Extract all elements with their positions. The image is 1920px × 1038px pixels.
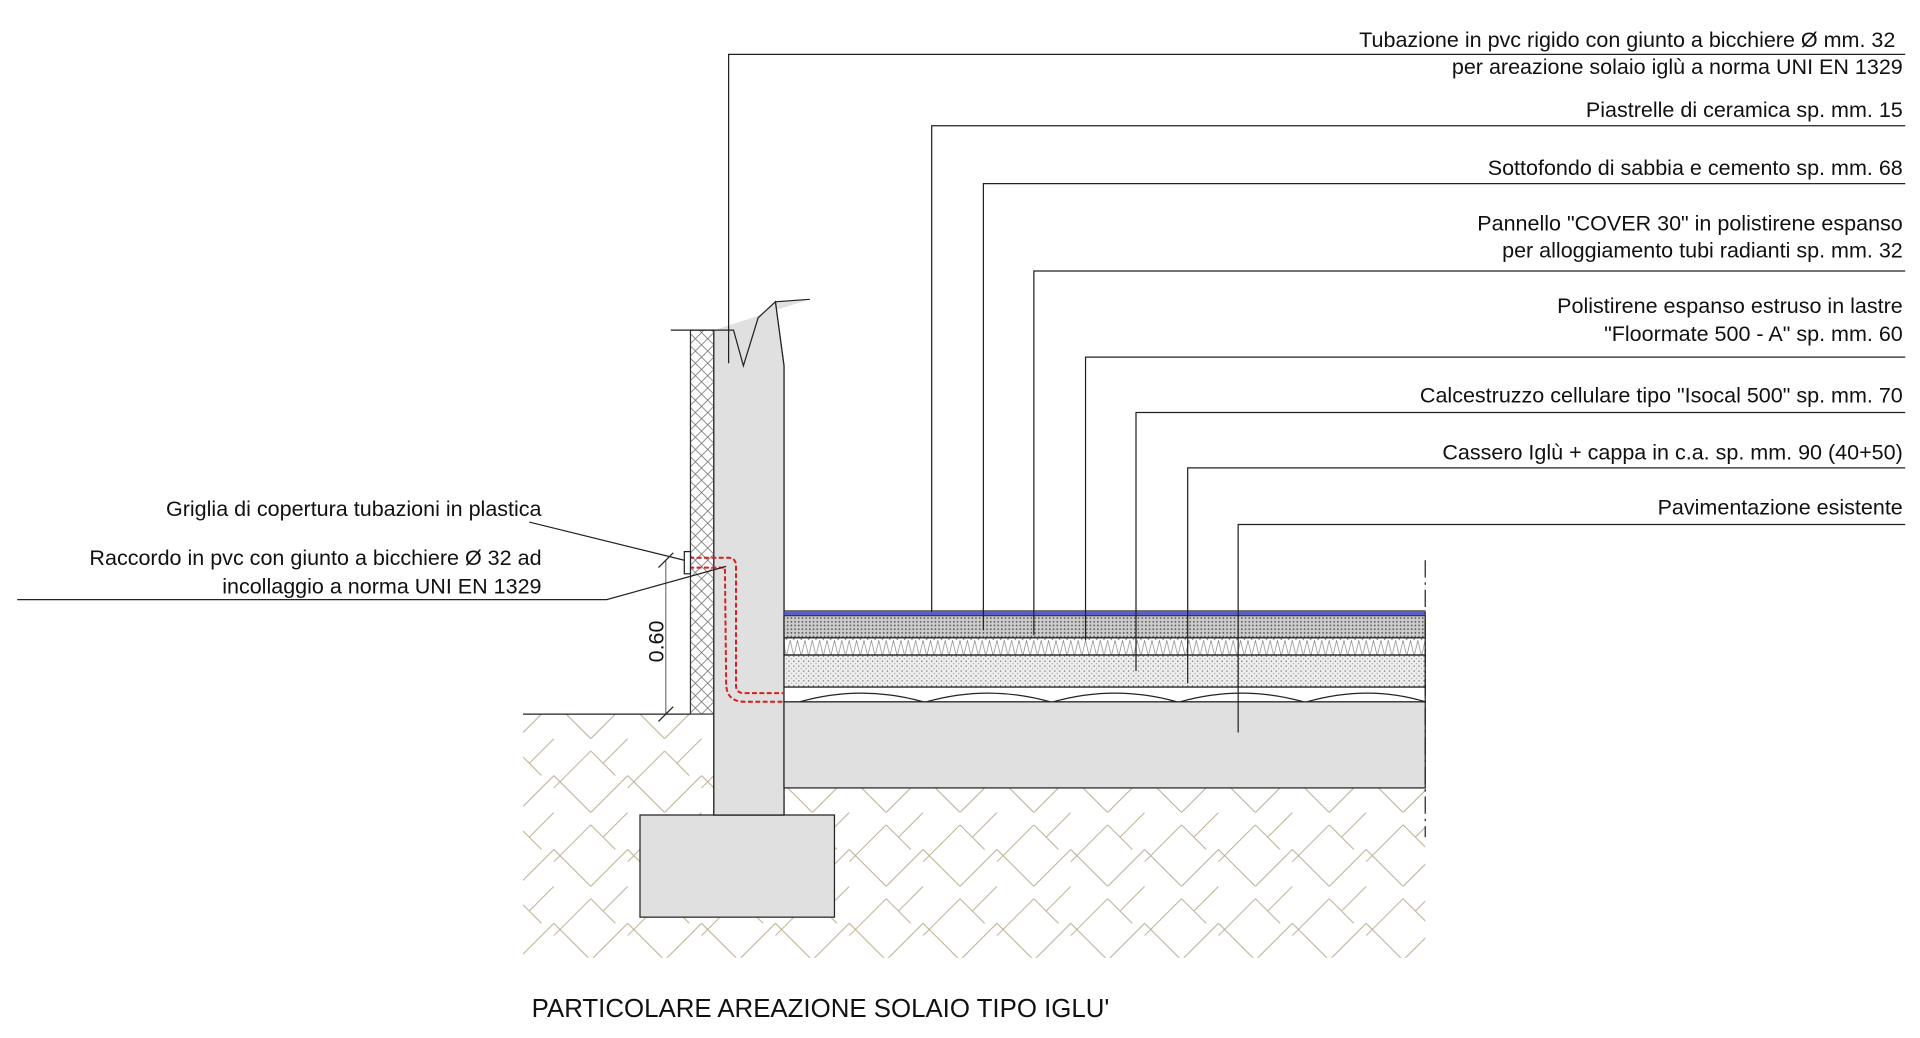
drawing-title: PARTICOLARE AREAZIONE SOLAIO TIPO IGLU' [532,995,1110,1023]
dimension-label: 0.60 [644,620,668,662]
label-pvc-pipe-line2: per areazione solaio iglù a norma UNI EN… [1452,55,1903,79]
label-pvc-pipe-line1: Tubazione in pvc rigido con giunto a bic… [1359,28,1895,52]
label-fitting-line1: Raccordo in pvc con giunto a bicchiere Ø… [89,546,541,570]
label-cellular-concrete: Calcestruzzo cellulare tipo "Isocal 500"… [1420,384,1903,408]
label-existing-floor: Pavimentazione esistente [1658,496,1903,520]
label-igloo: Cassero Iglù + cappa in c.a. sp. mm. 90 … [1442,440,1902,464]
existing-slab [783,701,1426,789]
label-fitting-line2: incollaggio a norma UNI EN 1329 [222,574,541,598]
label-cover-panel-line1: Pannello "COVER 30" in polistirene espan… [1477,211,1903,235]
label-grille: Griglia di copertura tubazioni in plasti… [166,497,542,521]
footing [639,814,836,918]
ceramic-tiles [783,610,1426,616]
label-xps-line2: "Floormate 500 - A" sp. mm. 60 [1604,322,1903,346]
label-cover-panel-line2: per alloggiamento tubi radianti sp. mm. … [1502,238,1903,262]
label-screed: Sottofondo di sabbia e cemento sp. mm. 6… [1488,156,1903,180]
wall-notch [713,300,785,816]
leader-lines [17,53,1906,733]
xps-layer [783,637,1426,656]
wall-insulation [689,329,715,715]
igloo-arches [799,692,1426,703]
label-ceramic-tiles: Piastrelle di ceramica sp. mm. 15 [1586,98,1903,122]
grille-cover [683,551,692,575]
label-xps-line1: Polistirene espanso estruso in lastre [1557,294,1903,318]
ventilation-pipe [689,556,784,695]
screed-layer [783,615,1426,639]
cellular-concrete-layer [783,654,1426,688]
